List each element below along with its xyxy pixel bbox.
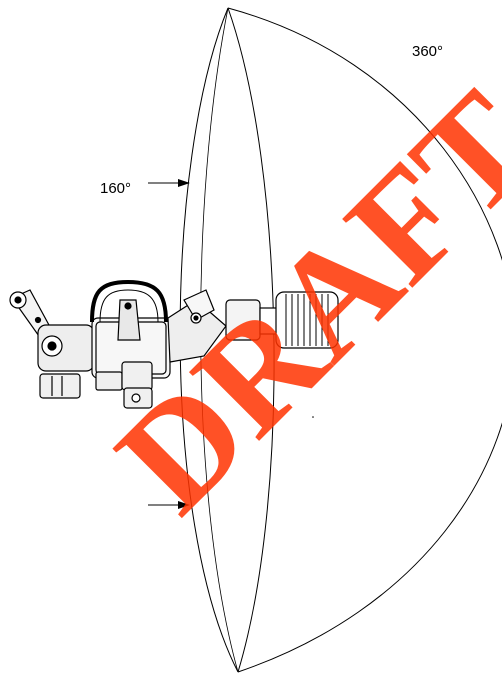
nozzle-tip-ribs [285, 294, 329, 346]
carry-handle-icon [90, 279, 168, 323]
arrow-160-lower [148, 501, 190, 509]
spray-envelope-360 [227, 7, 502, 673]
spray-cone-160-inner [227, 7, 275, 673]
pistol-grip-icon [117, 299, 141, 341]
arrow-160-upper [148, 179, 190, 187]
angle-label-360: 360° [412, 43, 444, 60]
angle-label-160: 160° [100, 180, 132, 197]
center-dot [312, 416, 314, 418]
nozzle-assembly-icon [9, 279, 339, 409]
